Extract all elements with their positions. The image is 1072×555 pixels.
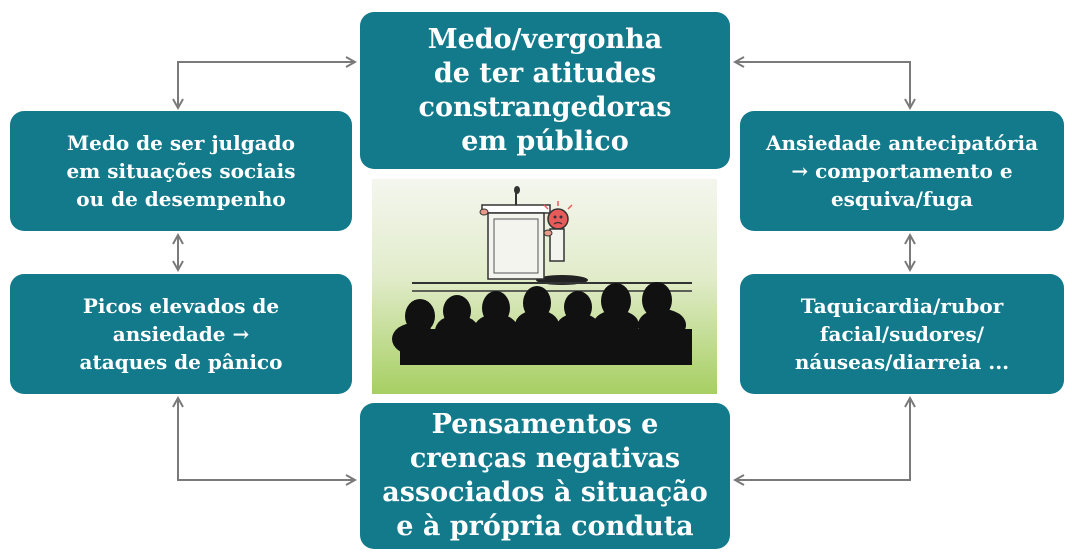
box-center-top-text: Medo/vergonha de ter atitudes constrange…	[418, 23, 672, 157]
arrow-center-bottom-to-right-bottom	[735, 398, 910, 480]
audience-silhouettes-icon	[392, 282, 692, 365]
box-right-top: Ansiedade antecipatória → comportamento …	[740, 111, 1064, 231]
box-center-top: Medo/vergonha de ter atitudes constrange…	[360, 12, 730, 169]
box-center-bottom: Pensamentos e crenças negativas associad…	[360, 403, 730, 549]
box-left-bottom-text: Picos elevados de ansiedade → ataques de…	[79, 294, 283, 374]
arrow-center-top-to-right-top	[735, 62, 910, 108]
box-left-top-text: Medo de ser julgado em situações sociais…	[66, 131, 296, 211]
box-right-top-text: Ansiedade antecipatória → comportamento …	[765, 131, 1039, 211]
box-center-bottom-text: Pensamentos e crenças negativas associad…	[382, 409, 708, 542]
box-left-bottom: Picos elevados de ansiedade → ataques de…	[10, 274, 352, 394]
lectern-icon	[479, 186, 551, 280]
arrow-left-top-to-center-top	[178, 62, 355, 108]
public-speaking-illustration	[372, 179, 717, 394]
box-right-bottom: Taquicardia/rubor facial/sudores/ náusea…	[740, 274, 1064, 394]
box-left-top: Medo de ser julgado em situações sociais…	[10, 111, 352, 231]
arrow-left-bottom-to-center-bottom	[178, 398, 355, 480]
box-right-bottom-text: Taquicardia/rubor facial/sudores/ náusea…	[794, 294, 1010, 374]
nervous-speaker-icon	[543, 201, 573, 262]
